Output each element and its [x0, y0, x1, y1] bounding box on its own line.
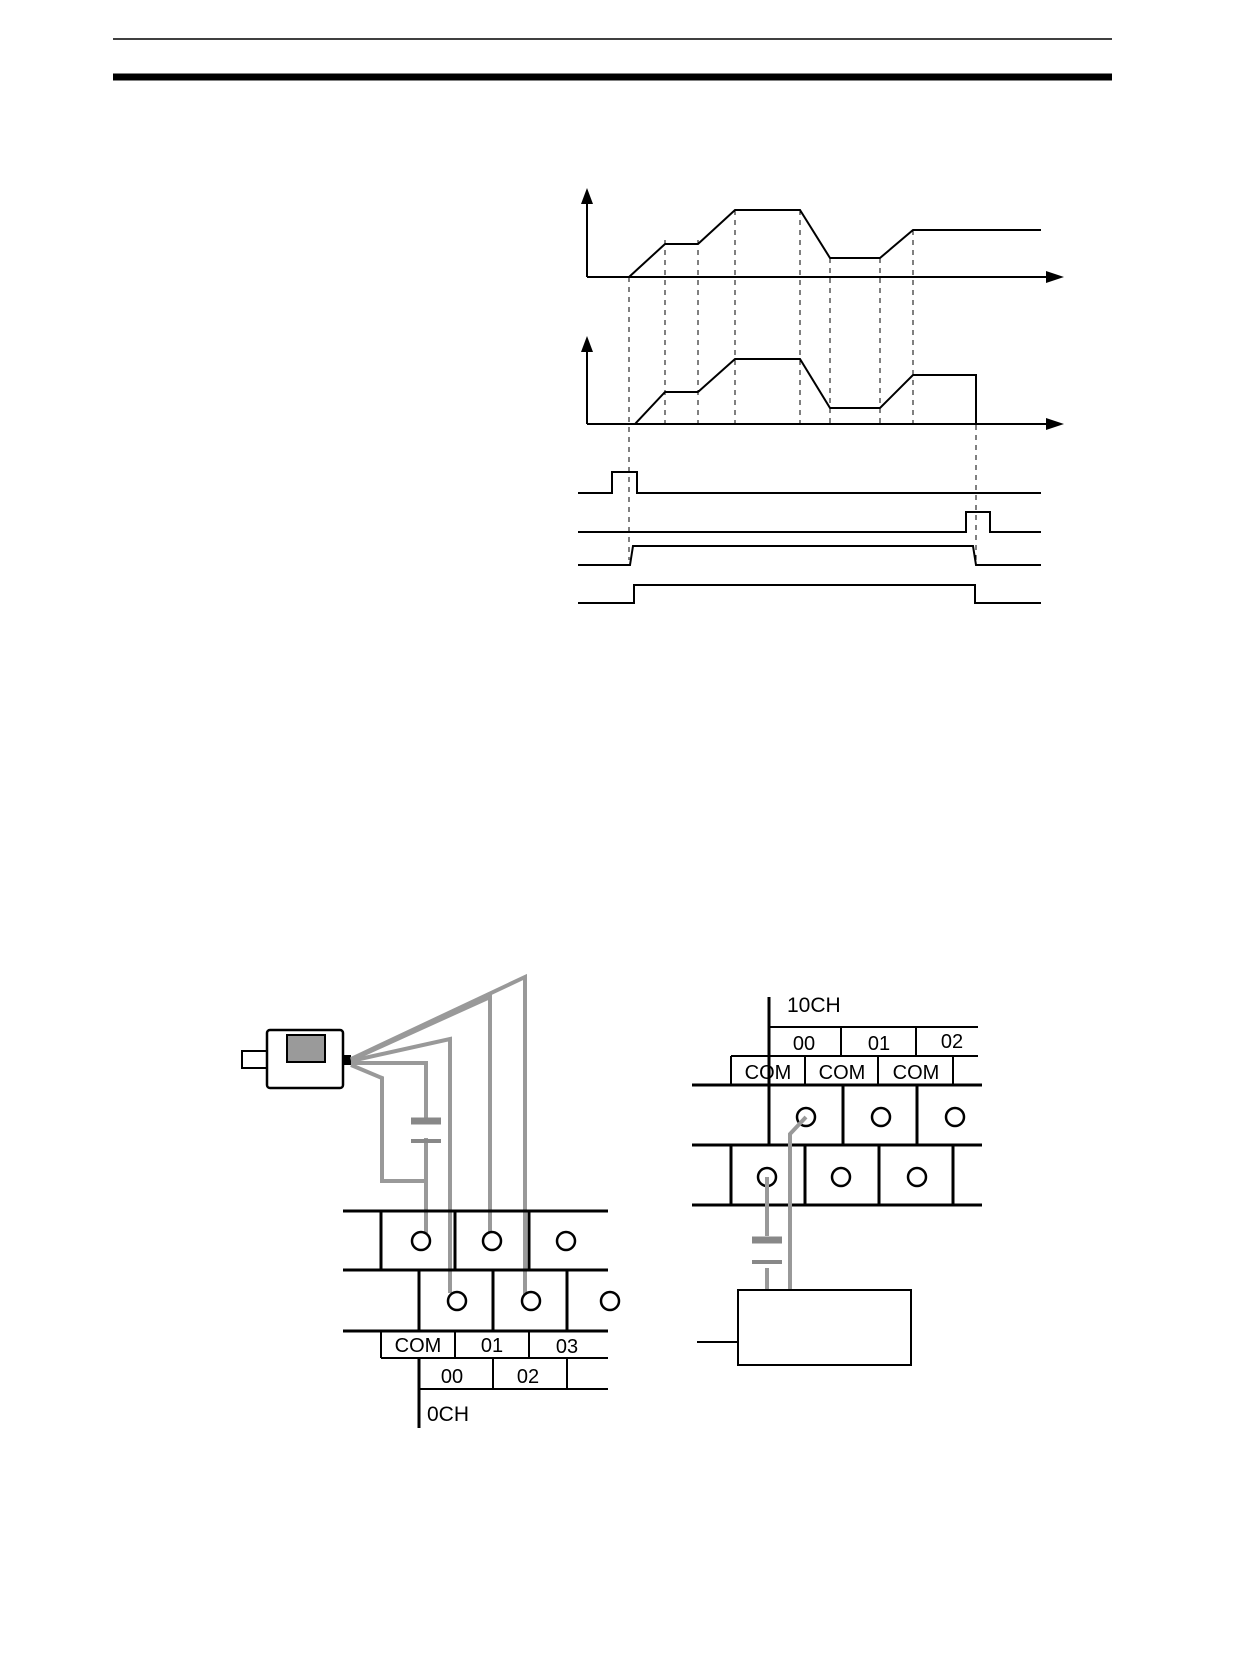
terminal-screw-01 [481, 1230, 503, 1252]
out-terminal-screw-com-2 [906, 1166, 928, 1188]
wire-shield-loop [350, 1063, 426, 1183]
out-terminal-screw-com-1 [830, 1166, 852, 1188]
terminal-screw-00 [446, 1290, 468, 1312]
encoder-wires [350, 973, 527, 1295]
input-terminal-block [343, 1209, 621, 1428]
output-capacitor-icon [752, 1236, 782, 1264]
out-terminal-screw-01 [870, 1106, 892, 1128]
encoder-cable-exit [343, 1055, 351, 1065]
pulse-2-trace [578, 511, 1041, 533]
input-terminal-label-02: 02 [517, 1366, 539, 1388]
encoder-window [286, 1034, 326, 1063]
output-terminal-label-01: 01 [868, 1033, 890, 1055]
terminal-screw-02 [520, 1290, 542, 1312]
capacitor-icon [411, 1117, 441, 1143]
wire-to-com [351, 1061, 428, 1233]
pulse-1-trace [578, 471, 1041, 494]
encoder-icon [241, 1028, 351, 1090]
terminal-screw-04 [599, 1290, 621, 1312]
output-channel-label: 10CH [787, 994, 841, 1017]
output-terminal-label-com-0: COM [745, 1062, 792, 1084]
chart1-y-arrow-icon [581, 188, 593, 204]
chart2-y-arrow-icon [581, 336, 593, 352]
wire-to-01 [350, 993, 492, 1233]
terminal-screw-com [410, 1230, 432, 1252]
output-terminal-label-02: 02 [941, 1031, 963, 1053]
level-2-trace [578, 584, 1041, 604]
input-terminal-label-01: 01 [481, 1335, 503, 1357]
input-wiring-diagram: COM 01 03 00 02 0CH [241, 973, 621, 1428]
chart2-x-arrow-icon [1046, 418, 1064, 430]
wire-to-00 [350, 1036, 452, 1293]
input-terminal-label-00: 00 [441, 1366, 463, 1388]
terminal-screw-03 [555, 1230, 577, 1252]
chart1-x-arrow-icon [1046, 271, 1064, 283]
output-wiring-diagram: 10CH [692, 994, 982, 1366]
command-profile-chart [581, 188, 1064, 283]
output-profile-chart [581, 336, 1064, 430]
load-box [737, 1289, 912, 1366]
out-terminal-screw-00 [795, 1106, 817, 1128]
output-profile-line [587, 358, 977, 425]
input-channel-label: 0CH [427, 1403, 469, 1426]
command-profile-line [587, 209, 1041, 278]
output-terminal-label-com-1: COM [819, 1062, 866, 1084]
output-terminal-label-00: 00 [793, 1033, 815, 1055]
output-wires [765, 1115, 808, 1290]
input-terminal-label-com: COM [395, 1335, 442, 1357]
level-1-trace [578, 545, 1041, 566]
output-terminal-label-com-2: COM [893, 1062, 940, 1084]
wire-out-00 [788, 1115, 808, 1290]
timing-chart [578, 188, 1064, 604]
out-terminal-screw-02 [944, 1106, 966, 1128]
output-terminal-block [692, 997, 982, 1207]
input-terminal-label-03: 03 [556, 1336, 578, 1358]
timing-guide-lines [628, 210, 977, 560]
header-rules [113, 38, 1112, 81]
